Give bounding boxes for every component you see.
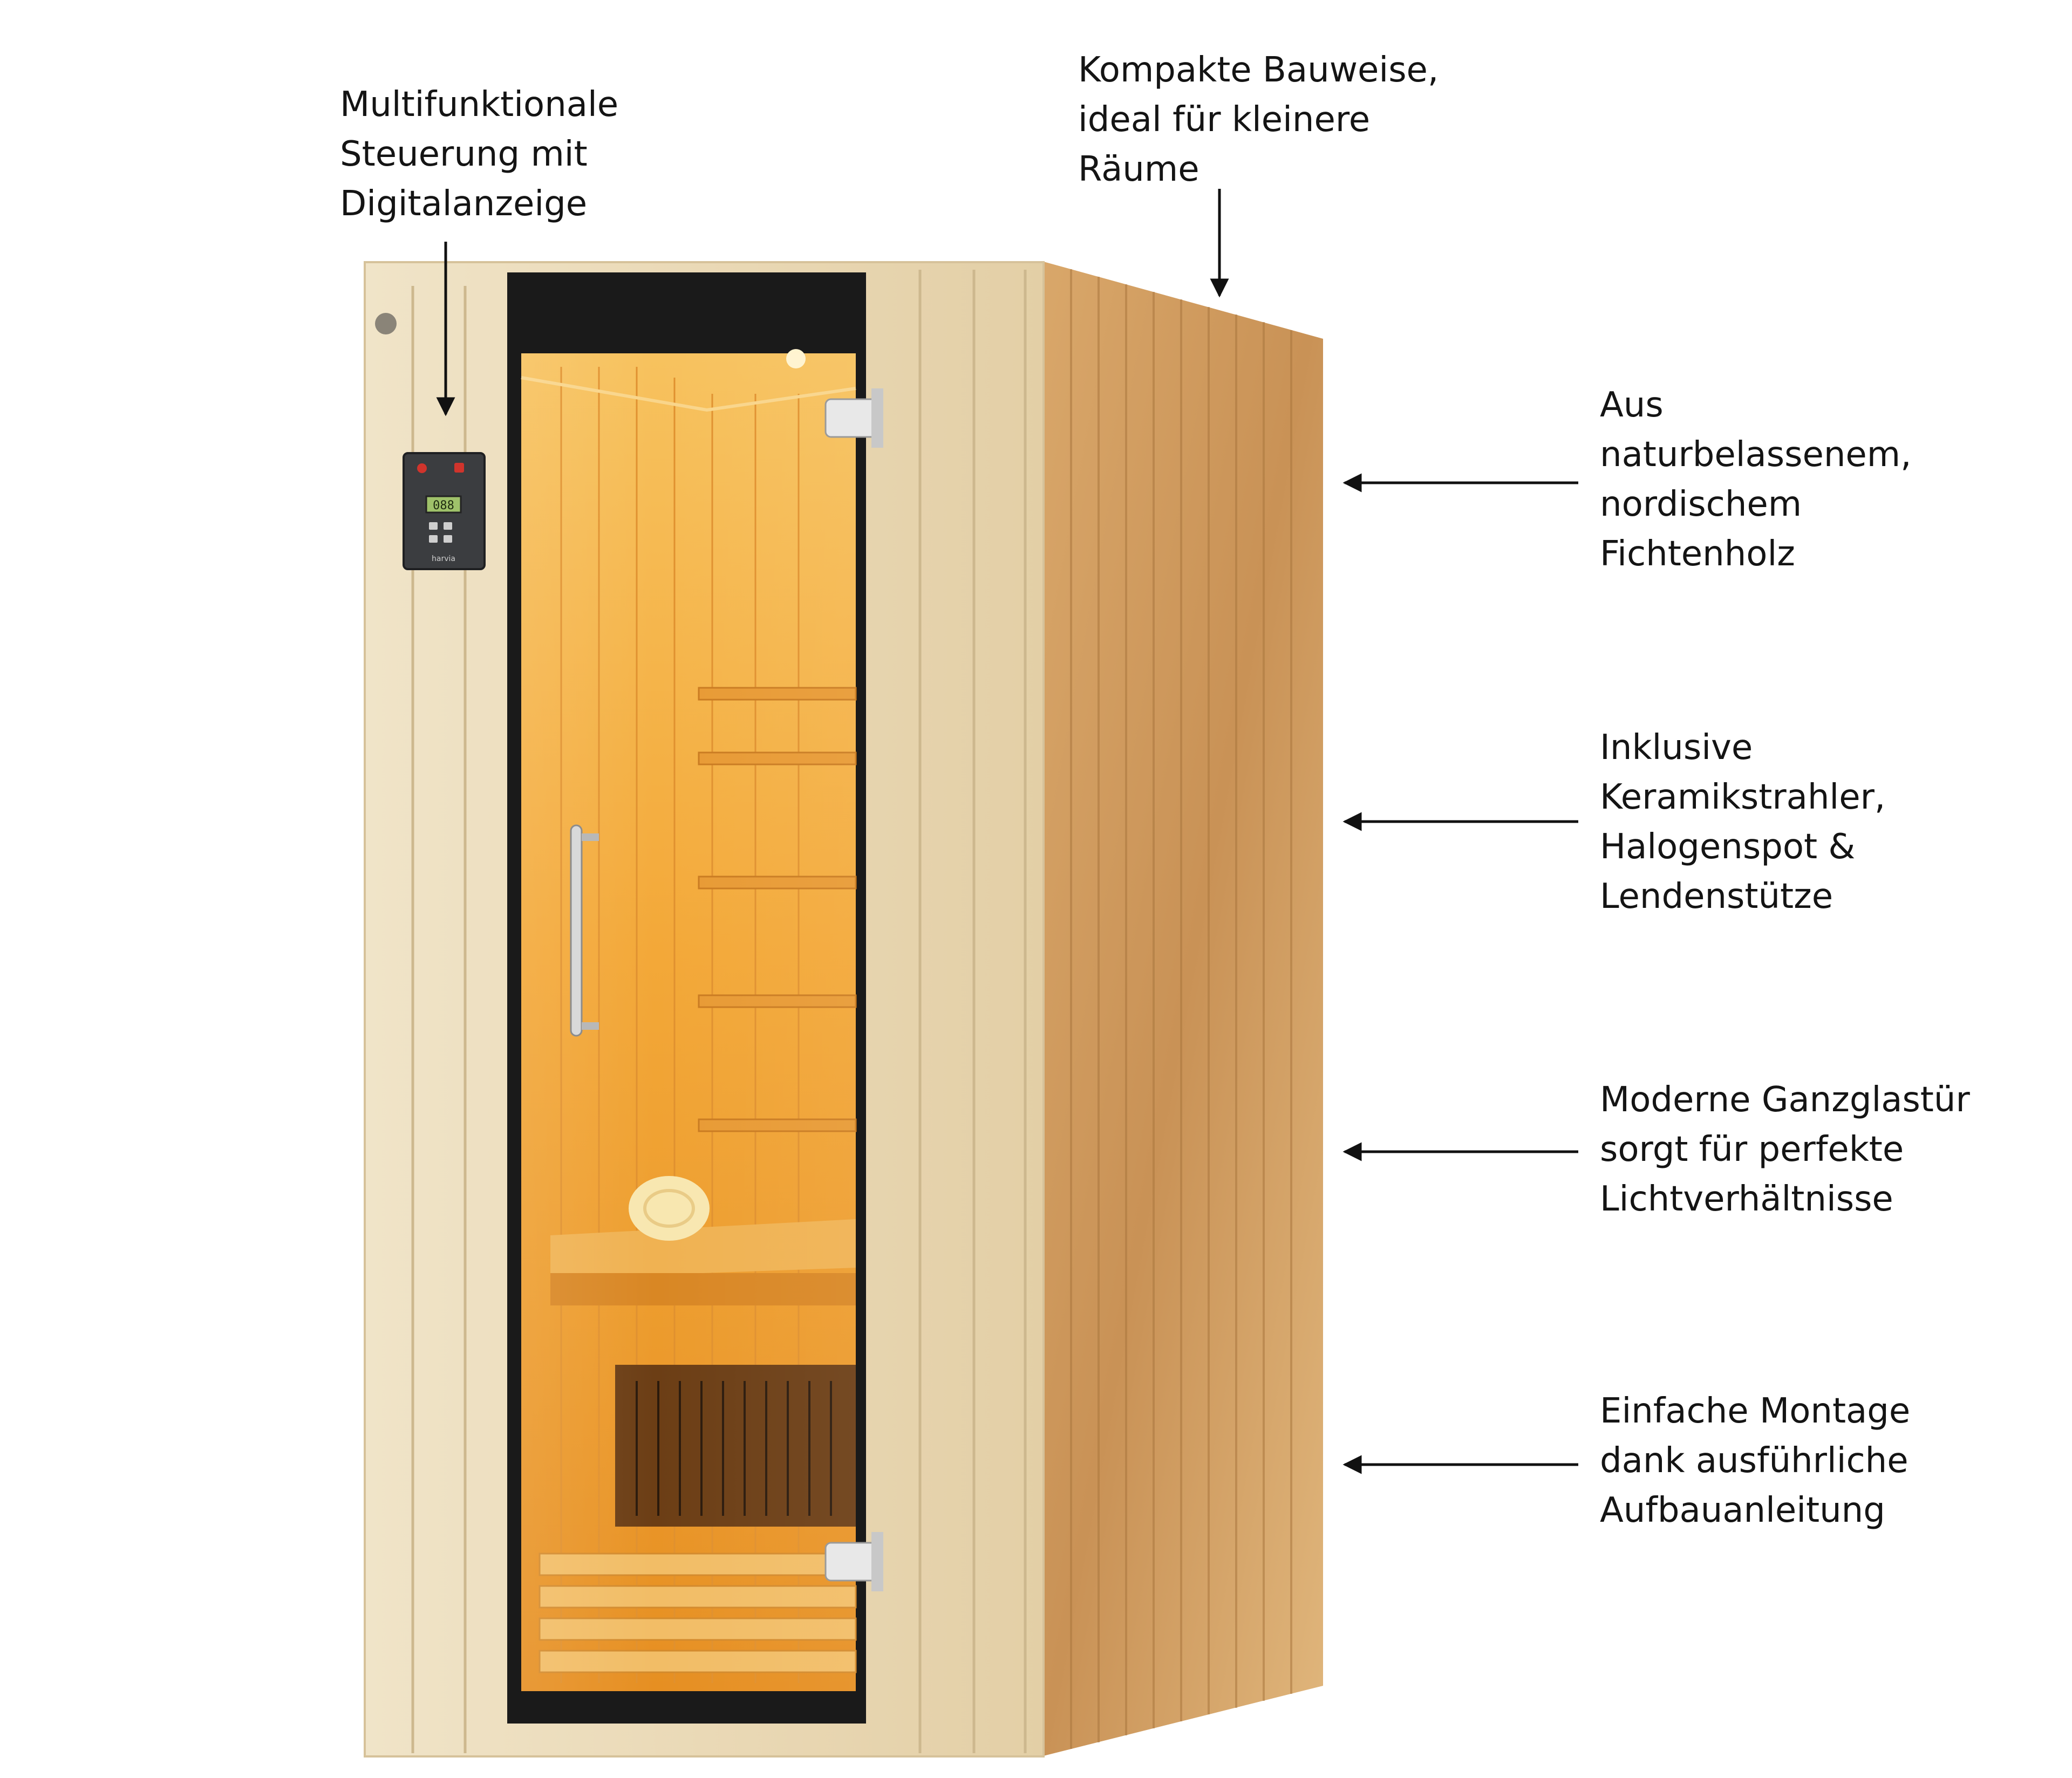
control-button-1[interactable] (429, 522, 438, 530)
callout-line: Halogenspot & (1600, 827, 1856, 867)
callout-line: Lendenstütze (1600, 877, 1834, 917)
callout-line: ideal für kleinere (1078, 100, 1371, 140)
door-hinge-bottom (824, 1532, 883, 1591)
control-panel[interactable]: 088 harvia (403, 452, 486, 570)
callout-line: Steuerung mit (340, 134, 588, 174)
callout-control: Multifunktionale Steuerung mit Digitalan… (340, 80, 618, 229)
callout-line: Aus (1600, 385, 1664, 425)
power-button[interactable] (454, 463, 464, 473)
callout-line: Keramikstrahler, (1600, 777, 1886, 817)
callout-features: Inklusive Keramikstrahler, Halogenspot &… (1600, 723, 1885, 921)
callout-arrows (436, 189, 1578, 1474)
control-button-4[interactable] (444, 535, 452, 543)
callout-assembly: Einfache Montage dank ausführliche Aufba… (1600, 1386, 1910, 1535)
callout-line: Kompakte Bauweise, (1078, 50, 1439, 90)
sauna-side-panel (1044, 262, 1323, 1756)
door-handle[interactable] (570, 824, 599, 1037)
callout-line: dank ausführliche (1600, 1441, 1909, 1481)
control-button-3[interactable] (429, 535, 438, 543)
door-hinge-top (824, 388, 883, 448)
control-panel-logo-icon (417, 463, 427, 473)
callout-line: Multifunktionale (340, 85, 619, 125)
callout-line: Digitalanzeige (340, 184, 588, 224)
callout-line: sorgt für perfekte (1600, 1130, 1904, 1170)
control-button-2[interactable] (444, 522, 452, 530)
callout-wood: Aus naturbelassenem, nordischem Fichtenh… (1600, 380, 1911, 579)
callout-line: Einfache Montage (1600, 1391, 1911, 1431)
digital-display-value: 088 (433, 499, 454, 512)
callout-compact: Kompakte Bauweise, ideal für kleinere Rä… (1078, 45, 1439, 194)
callout-line: Fichtenholz (1600, 534, 1795, 574)
glass-door[interactable] (507, 272, 883, 1724)
callout-line: naturbelassenem, (1600, 435, 1912, 475)
callout-line: Moderne Ganzglastür (1600, 1080, 1970, 1120)
callout-glassdoor: Moderne Ganzglastür sorgt für perfekte L… (1600, 1075, 1970, 1224)
brand-badge-icon (375, 313, 397, 334)
callout-line: Lichtverhältnisse (1600, 1179, 1893, 1219)
callout-line: Aufbauanleitung (1600, 1490, 1885, 1530)
digital-display (425, 495, 462, 514)
callout-line: nordischem (1600, 484, 1802, 524)
callout-line: Räume (1078, 149, 1199, 189)
callout-line: Inklusive (1600, 728, 1753, 768)
control-panel-brand: harvia (432, 555, 455, 563)
